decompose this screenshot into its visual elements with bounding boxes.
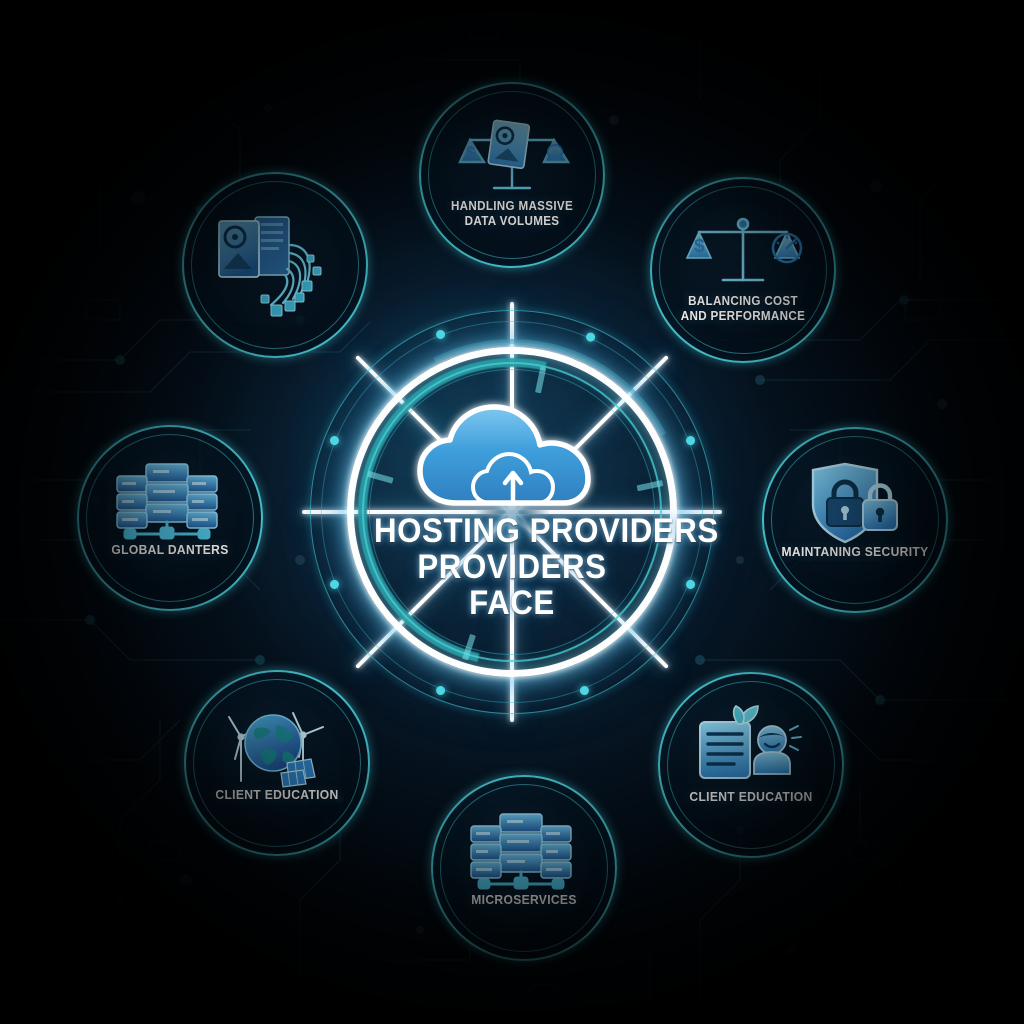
node-label-line-1: GLOBAL DANTERS [111, 542, 229, 558]
node-label: MAINTANING SECURITY [774, 544, 936, 559]
node-label-line-1: MAINTANING SECURITY [781, 544, 929, 560]
shield-padlock-icon [796, 462, 914, 548]
node-label: HANDLING MASSIVE DATA VOLUMES [431, 199, 593, 229]
node-client-education-right[interactable]: CLIENT EDUCATION [658, 672, 844, 858]
node-label: MICROSERVICES [443, 892, 605, 907]
node-label-line-1: MICROSERVICES [471, 892, 577, 908]
node-client-education-left[interactable]: CLIENT EDUCATION [184, 670, 370, 856]
scales-dollar-speedometer-icon: $ [684, 212, 803, 298]
node-label: BALANCING COST AND PERFORMANCE [662, 294, 824, 324]
svg-text:$: $ [694, 236, 705, 257]
node-balancing-cost-and-performance[interactable]: $ BALANCING COST AND PERFORMANCE [650, 177, 836, 363]
hub-inner-ring-thin [369, 369, 655, 655]
node-label-line-1: CLIENT EDUCATION [689, 789, 813, 805]
node-label: CLIENT EDUCATION [670, 789, 832, 804]
node-label: GLOBAL DANTERS [89, 542, 251, 557]
node-label-line-2: AND PERFORMANCE [680, 308, 806, 323]
server-rack-network-icon [111, 460, 229, 546]
scales-harddrive-icon: $ [453, 117, 571, 203]
node-label-line-1: BALANCING COST [688, 294, 798, 309]
node-label-line-1: HANDLING MASSIVE [450, 199, 574, 214]
node-label-line-1: CLIENT EDUCATION [215, 787, 339, 803]
svg-text:$: $ [466, 143, 476, 162]
node-global-data-centers[interactable]: GLOBAL DANTERS [77, 425, 263, 611]
server-rack-network-icon [465, 810, 583, 896]
node-label: CLIENT EDUCATION [196, 787, 358, 802]
document-leaf-person-icon [692, 705, 810, 793]
node-maintaining-security[interactable]: MAINTANING SECURITY [762, 427, 948, 613]
node-handling-massive-data-volumes[interactable]: $ HANDLING MASSIVE DATA VOLUMES [419, 82, 605, 268]
node-microservices[interactable]: MICROSERVICES [431, 775, 617, 961]
globe-windturbine-solar-icon [218, 705, 336, 791]
node-storage-data-streams[interactable] [182, 172, 368, 358]
harddrive-datastream-icon [209, 210, 341, 320]
node-label-line-2: DATA VOLUMES [464, 213, 560, 228]
